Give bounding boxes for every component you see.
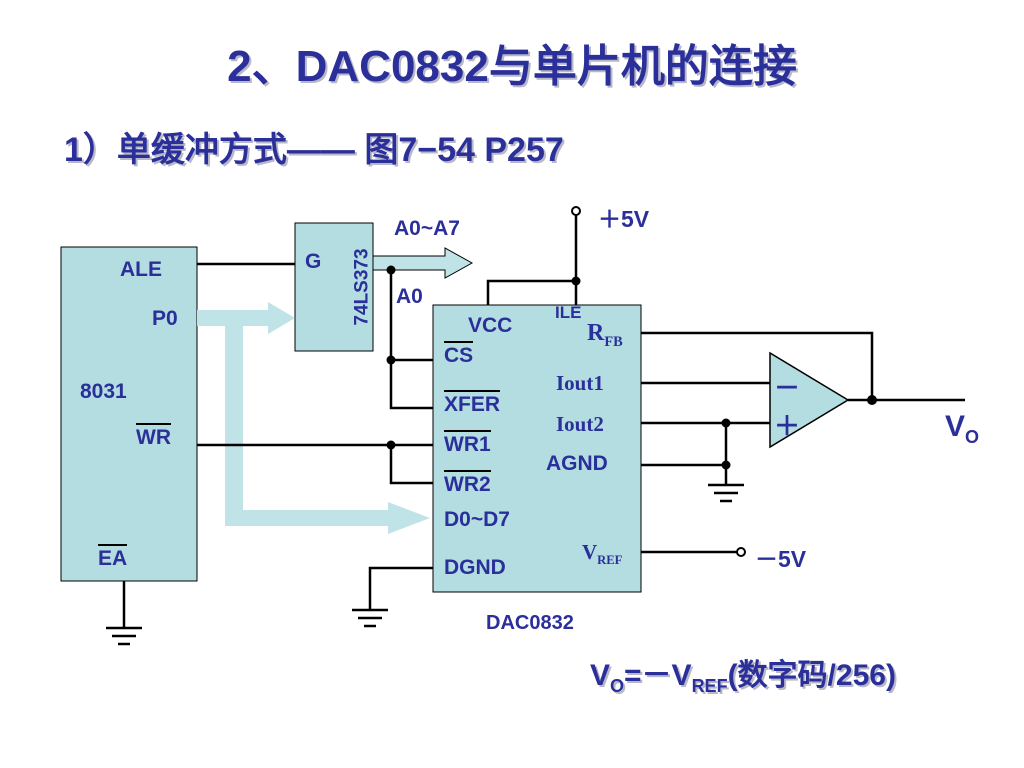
ea-pin-label: EA [98,544,128,571]
rfb-feedback-wire [641,331,874,400]
a0-wire [389,270,433,410]
vcc-pin-label: VCC [468,314,513,337]
dac-name-label: DAC0832 [486,612,574,634]
mcu-8031-body [60,246,198,582]
ale-pin-label: ALE [120,258,162,281]
agnd-pin-label: AGND [546,452,608,475]
cs-pin-label: CS [444,341,474,368]
pos-supply-label: ＋5V [598,206,650,232]
opamp-plus-label: ＋ [774,411,801,441]
page-subtitle: 1）单缓冲方式—— 图7−54 P257 [64,131,564,169]
addr-bus-label: A0~A7 [394,217,460,240]
latch-74ls373-body [294,222,374,352]
latch-name-label: 74LS373 [351,248,373,326]
dgnd-pin-label: DGND [444,556,506,579]
data-pins-label: D0~D7 [444,508,510,531]
wr-pin-label: WR [136,423,171,450]
a0-label: A0 [396,285,423,308]
neg-supply-terminal [736,547,746,557]
wr2-pin-label: WR2 [444,470,491,497]
ile-pin-label: ILE [555,303,582,322]
dac0832-body [432,304,642,593]
p0-pin-label: P0 [152,307,178,330]
vcc-ile-wire [486,279,576,305]
pos-supply-terminal [571,206,581,216]
iout1-pin-label: Iout1 [556,371,604,395]
dgnd-wire [368,566,433,610]
rfb-pin-label: RFB [587,320,623,350]
op-amp [769,351,850,449]
wr1-pin-label: WR1 [444,430,491,457]
opamp-minus-label: － [774,373,801,403]
mcu-name-label: 8031 [80,380,127,403]
neg-supply-label: －5V [755,546,807,572]
latch-g-label: G [305,250,322,273]
xfer-pin-label: XFER [444,390,501,417]
p0-to-dac-data-bus-arrow [225,326,430,534]
latch-output-bus-arrow [372,247,474,279]
wr2-wire [389,445,433,485]
vref-pin-label: VREF [582,540,623,568]
page-title: 2、DAC0832与单片机的连接 [227,42,797,91]
iout2-pin-label: Iout2 [556,412,604,436]
p0-to-latch-bus-arrow [197,302,295,334]
output-formula: VO=－VREF(数字码/256) [590,659,896,696]
output-label: VO [945,410,980,447]
